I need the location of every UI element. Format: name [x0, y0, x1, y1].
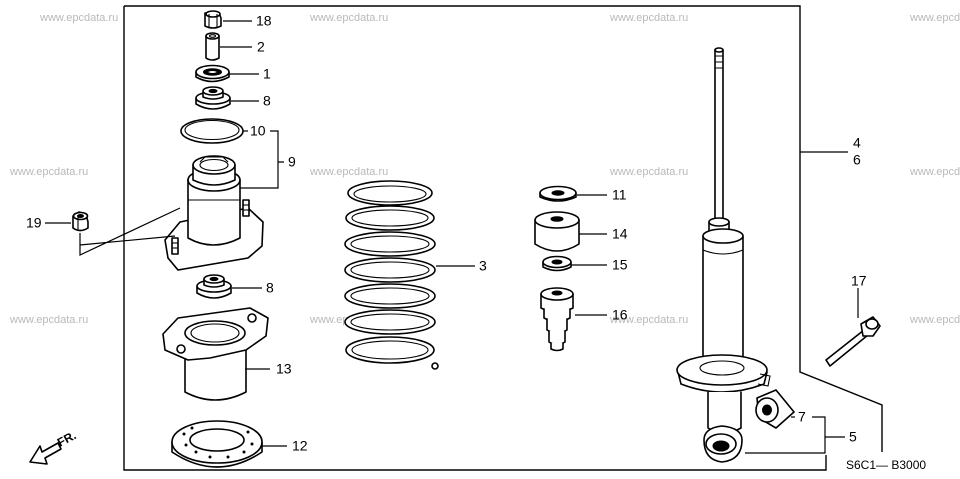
watermark: www.epcdata.ru: [609, 166, 688, 178]
callout-13: 13: [276, 361, 292, 377]
callout-1: 1: [263, 66, 271, 82]
watermark: www.epcdata.ru: [909, 12, 960, 24]
leader-lines: [45, 20, 859, 454]
part-10-o-ring: [180, 118, 244, 144]
callout-18: 18: [256, 13, 272, 29]
part-16-bump-stop: [540, 287, 574, 352]
callout-12: 12: [292, 438, 308, 454]
callout-3: 3: [479, 258, 487, 274]
callout-10: 10: [250, 123, 266, 139]
part-17-bolt: [825, 316, 881, 367]
callout-11: 11: [612, 187, 627, 203]
part-9-mount-base: [164, 155, 264, 271]
part-19-flange-nut: [72, 211, 89, 232]
watermark: www.epcdata.ru: [9, 314, 88, 326]
callout-4: 4: [853, 135, 861, 151]
watermark: www.epcdata.ru: [309, 166, 388, 178]
part-13-spring-mount: [162, 307, 269, 401]
part-2-collar: [205, 32, 220, 61]
callout-2: 2: [257, 39, 265, 55]
watermarks: www.epcdata.ru www.epcdata.ru www.epcdat…: [9, 12, 960, 326]
diagram-code: S6C1— B3000: [846, 458, 926, 472]
callout-8-upper: 8: [263, 93, 271, 109]
watermark: www.epcdata.ru: [609, 12, 688, 24]
part-14-rubber-stopper: [534, 211, 580, 252]
callout-14: 14: [612, 226, 628, 242]
part-1-bearing: [195, 64, 230, 83]
callout-9: 9: [288, 154, 296, 170]
part-7-bushing: [755, 389, 795, 429]
part-18-nut: [204, 10, 222, 29]
part-15-washer: [542, 255, 572, 272]
watermark: www.epcdata.ru: [609, 314, 688, 326]
part-4-6-shock-absorber: [676, 47, 771, 463]
front-arrow-icon: [29, 442, 62, 465]
callout-15: 15: [612, 257, 628, 273]
front-direction-indicator: FR.: [29, 428, 78, 465]
callout-6: 6: [853, 152, 861, 168]
watermark: www.epcdata.ru: [909, 314, 960, 326]
callouts: 18 2 1 8 10 9 19 8 13 12 3 11 14 15 16 4…: [26, 13, 867, 454]
watermark: www.epcdata.ru: [309, 12, 388, 24]
watermark: www.epcdata.ru: [9, 166, 88, 178]
callout-19: 19: [26, 215, 42, 231]
watermark: www.epcdata.ru: [39, 12, 118, 24]
part-3-coil-spring: [344, 180, 439, 370]
watermark: www.epcdata.ru: [909, 166, 960, 178]
callout-16: 16: [612, 307, 628, 323]
part-11-washer: [539, 185, 577, 202]
callout-17: 17: [851, 273, 867, 289]
assembly-frame: [123, 5, 883, 471]
part-8-lower-bushing: [196, 274, 232, 299]
part-12-spring-seat: [171, 420, 263, 468]
callout-5: 5: [849, 429, 857, 445]
part-8-upper-bushing: [195, 86, 231, 110]
callout-7: 7: [798, 409, 806, 425]
callout-8-lower: 8: [266, 280, 274, 296]
